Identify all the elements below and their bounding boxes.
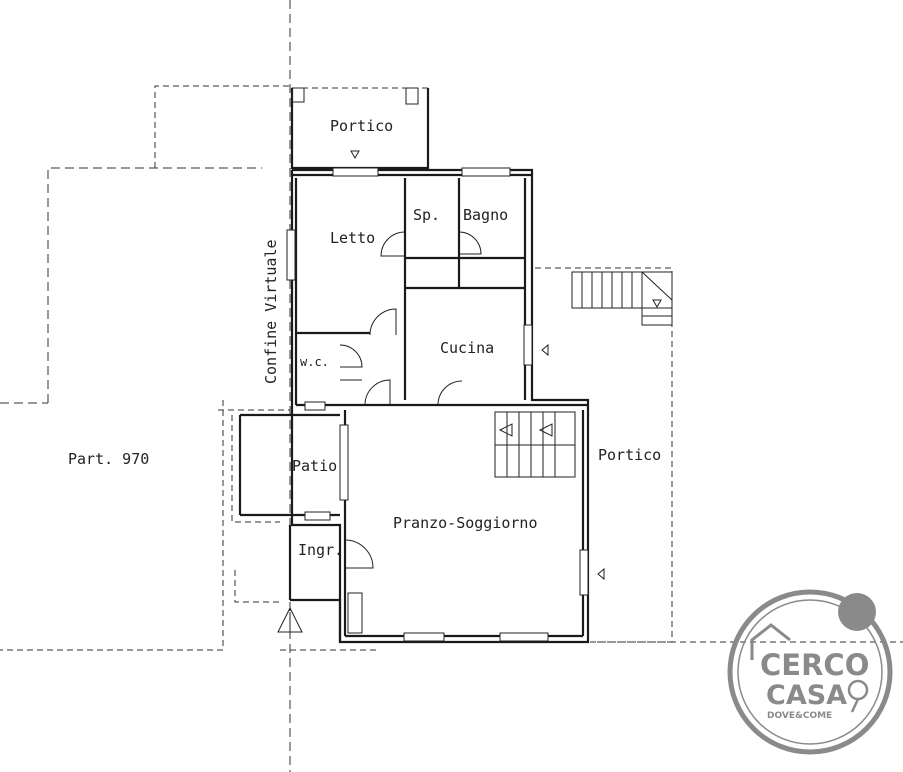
pin-icon	[847, 679, 869, 701]
stairs-interior	[494, 411, 576, 478]
main-entry-marker	[277, 606, 303, 633]
room-label-portico-top: Portico	[330, 117, 393, 135]
room-label-cucina: Cucina	[440, 339, 494, 357]
pin-icon-tail	[850, 698, 860, 713]
stair-arrow-icon	[498, 423, 513, 437]
entry-arrow-icon	[597, 567, 605, 581]
house-walls	[238, 168, 590, 644]
door-living	[364, 379, 391, 406]
patio-left-dash	[231, 415, 280, 523]
stair-landing	[641, 271, 673, 326]
portico-column	[291, 87, 305, 103]
portico-column	[405, 87, 419, 105]
logo-line1: CERCO	[760, 648, 869, 682]
window	[499, 632, 549, 642]
window	[403, 632, 445, 642]
door-letto	[380, 231, 406, 257]
logo-ring-inner	[737, 599, 883, 745]
window	[347, 592, 363, 634]
window	[339, 424, 349, 501]
window	[461, 167, 511, 177]
outer-wall	[290, 168, 590, 644]
room-label-bagno: Bagno	[463, 206, 508, 224]
door-ingr	[344, 539, 374, 569]
room-label-portico-right: Portico	[598, 446, 661, 464]
boundary-bottom-left	[0, 400, 224, 651]
stair-arrow-icon	[538, 423, 553, 437]
confine-label: Confine Virtuale	[262, 240, 280, 385]
room-label-patio: Patio	[292, 457, 337, 475]
entry-left-dash	[234, 570, 280, 603]
window	[579, 549, 589, 596]
room-label-letto: Letto	[330, 229, 375, 247]
doors	[339, 231, 482, 569]
room-label-pranzo: Pranzo-Soggiorno	[393, 514, 538, 532]
door-wc	[339, 344, 363, 368]
logo-ring	[727, 589, 893, 755]
room-label-wc: w.c.	[300, 355, 329, 369]
entry-arrow-icon	[541, 343, 549, 357]
stairs-exterior	[571, 271, 673, 326]
parcel-970-outline	[47, 167, 262, 403]
logo-tagline: DOVE&COME	[767, 711, 832, 721]
room-label-ingr: Ingr.	[298, 541, 343, 559]
stair-arrow-icon	[652, 299, 662, 309]
door-bagno	[458, 231, 482, 255]
house-icon	[750, 623, 791, 660]
logo-line2: CASA	[766, 680, 847, 711]
window	[304, 511, 331, 521]
cercocasa-logo: CERCO CASA DOVE&COME	[727, 589, 893, 755]
door-hall	[369, 308, 397, 336]
parcel-label: Part. 970	[68, 450, 149, 468]
window	[304, 401, 326, 411]
door-cucina	[437, 380, 463, 406]
windows	[286, 167, 589, 642]
entry-bottom-wall	[290, 598, 342, 642]
logo-dot	[838, 593, 876, 631]
window	[332, 167, 379, 177]
old-boundary-top	[154, 85, 290, 168]
stair-treads	[581, 271, 673, 317]
window	[523, 324, 533, 366]
window	[286, 229, 296, 281]
entry-arrow-icon	[350, 150, 360, 160]
room-label-sp: Sp.	[413, 206, 440, 224]
